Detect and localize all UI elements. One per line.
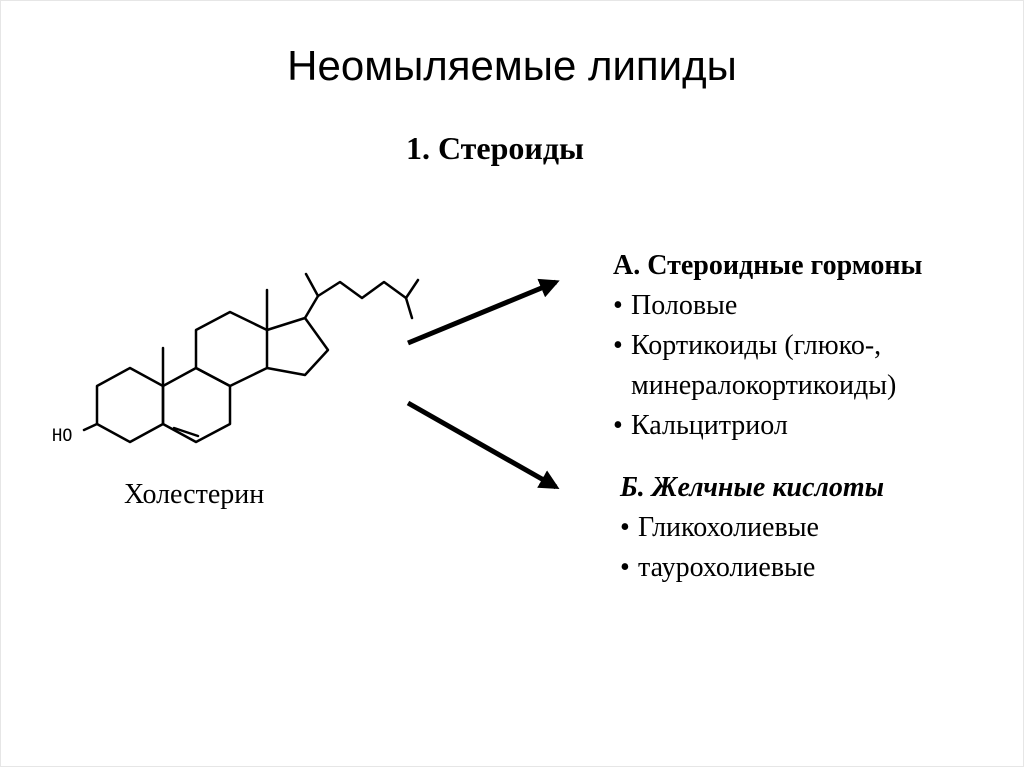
list-item: •Половые — [613, 286, 922, 326]
side-chain-methyl-25 — [404, 278, 420, 300]
list-item: •Кальцитриол — [613, 406, 922, 446]
cholesterol-structure — [82, 272, 420, 444]
arrows — [406, 278, 560, 490]
side-chain-methyl-20 — [304, 272, 320, 298]
slide-title: Неомыляемые липиды — [287, 42, 737, 89]
list-item: •таурохолиевые — [620, 548, 884, 588]
ring-a — [95, 366, 165, 444]
side-chain — [303, 280, 408, 320]
molecule-name: Холестерин — [124, 479, 265, 510]
group-heading: А. Стероидные гормоны — [613, 250, 923, 281]
ring-d — [265, 316, 330, 377]
bullet-icon: • — [613, 410, 623, 441]
ho-bond — [82, 422, 99, 432]
bullet-icon: • — [613, 330, 623, 361]
arrow-to-hormones — [407, 278, 560, 346]
slide-subtitle: 1. Стероиды — [405, 130, 584, 166]
hydroxyl-label: HO — [52, 426, 73, 446]
ring-b — [161, 366, 232, 444]
group-bile-acids: Б. Желчные кислоты •Гликохолиевые •тауро… — [620, 468, 884, 588]
side-chain-methyl-26 — [404, 296, 414, 320]
group-heading: Б. Желчные кислоты — [620, 472, 885, 503]
bullet-icon: • — [620, 552, 630, 583]
bullet-icon: • — [613, 290, 623, 321]
bullet-icon: • — [620, 512, 630, 543]
list-item: •Гликохолиевые — [620, 508, 884, 548]
list-item: •Кортикоиды (глюко-, — [613, 326, 922, 366]
arrow-to-bile-acids — [406, 400, 560, 490]
list-item-continuation: минералокортикоиды) — [631, 370, 897, 401]
double-bond — [172, 426, 200, 438]
group-steroid-hormones: А. Стероидные гормоны •Половые •Кортикои… — [613, 246, 922, 446]
ring-c — [194, 310, 269, 388]
